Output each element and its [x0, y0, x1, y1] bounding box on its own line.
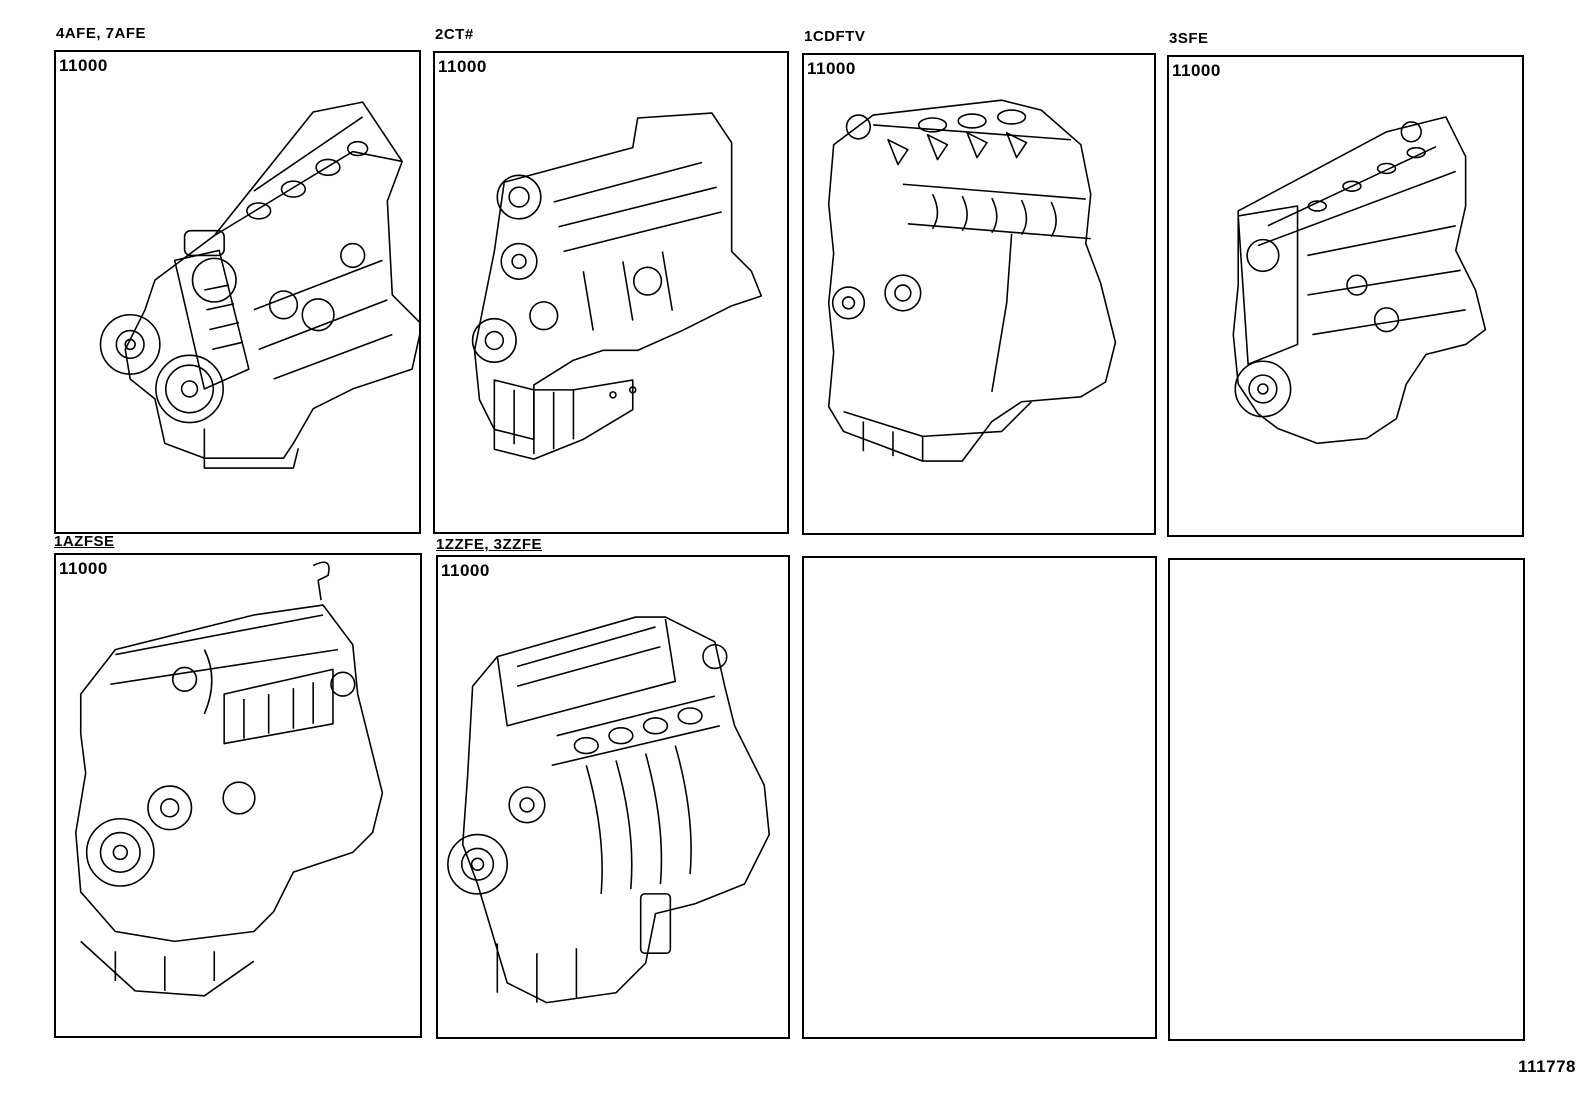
engine-drawing-icon	[804, 55, 1154, 533]
part-number: 11000	[441, 561, 490, 580]
panel-label-1azfse: 1AZFSE	[54, 533, 115, 550]
panel-label-1cdftv: 1CDFTV	[804, 28, 866, 45]
part-number: 11000	[807, 59, 856, 78]
engine-drawing-icon	[1169, 57, 1522, 535]
engine-panel-2ct[interactable]: 11000	[433, 51, 789, 534]
part-number: 11000	[59, 559, 108, 578]
engine-drawing-icon	[56, 555, 420, 1036]
empty-panel-7	[802, 556, 1157, 1039]
panel-label-1zzfe: 1ZZFE, 3ZZFE	[436, 536, 543, 553]
engine-panel-4afe[interactable]: 11000	[54, 50, 423, 534]
part-number: 11000	[1172, 61, 1221, 80]
engine-panel-3sfe[interactable]: 11000	[1167, 55, 1524, 537]
part-number: 11000	[438, 57, 487, 76]
engine-drawing-icon	[56, 52, 423, 532]
engine-panel-1zzfe[interactable]: 11000	[436, 555, 790, 1039]
engine-panel-1azfse[interactable]: 11000	[54, 553, 422, 1038]
engine-drawing-icon	[438, 557, 788, 1037]
panel-label-3sfe: 3SFE	[1169, 30, 1209, 47]
engine-drawing-icon	[435, 53, 787, 532]
panel-label-2ct: 2CT#	[435, 26, 474, 43]
part-number: 11000	[59, 56, 108, 75]
panel-label-4afe: 4AFE, 7AFE	[56, 25, 147, 42]
engine-panel-1cdftv[interactable]: 11000	[802, 53, 1156, 535]
illustration-id: 111778	[1518, 1057, 1576, 1076]
empty-panel-8	[1168, 558, 1525, 1041]
